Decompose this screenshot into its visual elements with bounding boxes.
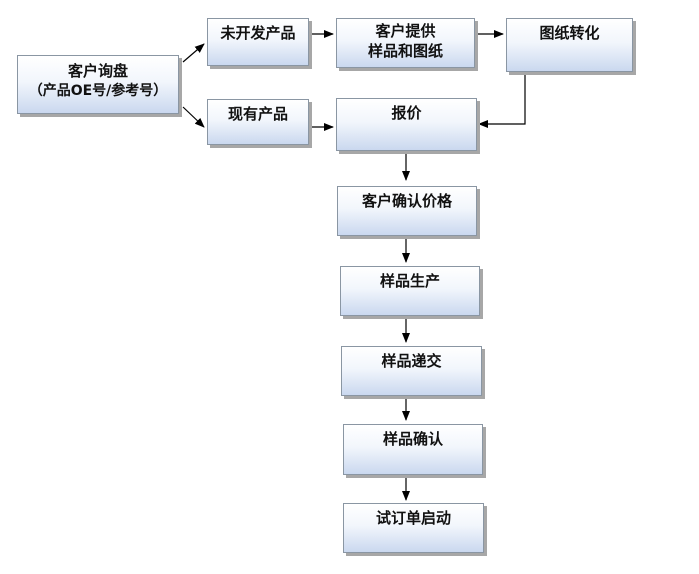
node-trial-order-start-label: 试订单启动	[375, 509, 451, 527]
node-existing-product: 现有产品	[207, 99, 309, 145]
node-quote: 报价	[336, 98, 477, 151]
node-customer-inquiry-line2: （产品OE号/参考号）	[28, 83, 168, 99]
node-customer-confirms-price-label: 客户确认价格	[361, 192, 452, 210]
node-undeveloped-product-label: 未开发产品	[220, 24, 296, 42]
node-sample-production-label: 样品生产	[379, 272, 440, 290]
node-drawing-conversion: 图纸转化	[506, 18, 633, 72]
node-customer-provides-samples-line2: 样品和图纸	[367, 42, 443, 60]
arrow-inquiry-to-undeveloped	[182, 43, 205, 63]
node-sample-production: 样品生产	[340, 266, 480, 316]
node-drawing-conversion-label: 图纸转化	[539, 24, 600, 42]
arrow-inquiry-to-existing	[182, 106, 205, 128]
node-quote-label: 报价	[391, 104, 422, 122]
node-customer-inquiry: 客户询盘 （产品OE号/参考号）	[17, 55, 179, 114]
node-customer-provides-samples: 客户提供 样品和图纸	[336, 18, 475, 68]
node-customer-confirms-price: 客户确认价格	[337, 186, 477, 236]
arrow-drawing-to-quote	[478, 74, 526, 128]
node-sample-confirmation-label: 样品确认	[382, 430, 443, 448]
node-customer-provides-samples-line1: 客户提供	[375, 22, 436, 40]
node-sample-delivery-label: 样品递交	[381, 352, 442, 370]
node-existing-product-label: 现有产品	[227, 105, 288, 123]
node-trial-order-start: 试订单启动	[343, 503, 484, 553]
node-sample-confirmation: 样品确认	[343, 424, 483, 475]
node-sample-delivery: 样品递交	[341, 346, 482, 396]
node-undeveloped-product: 未开发产品	[207, 18, 309, 66]
node-customer-inquiry-line1: 客户询盘	[67, 62, 128, 80]
